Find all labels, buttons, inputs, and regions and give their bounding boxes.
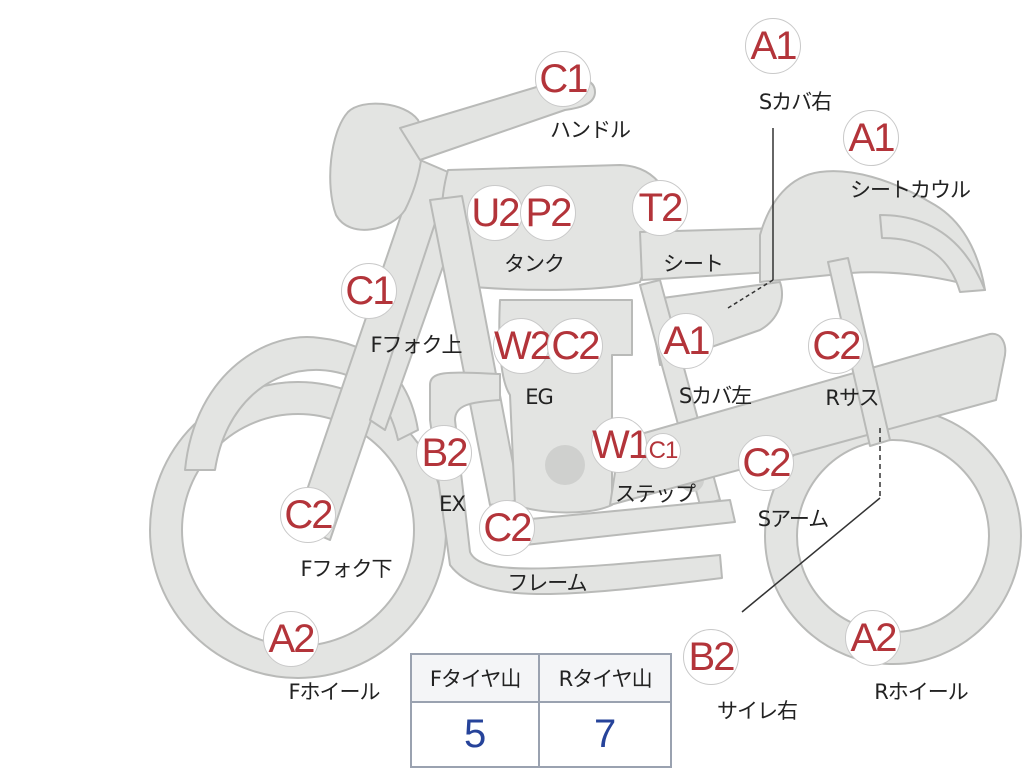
code-badge-seat: T2 [632,180,688,236]
code-badge-step-1: W1 [591,417,650,473]
code-badge-tank-2: P2 [520,185,576,241]
code-badge-fork-upper: C1 [341,263,397,319]
label-side-cover-right: Sカバ右 [758,90,832,114]
code-badge-muffler-right: B2 [683,629,739,685]
label-rear-wheel: Rホイール [874,680,969,704]
code-badge-fork-lower: C2 [280,487,336,543]
front-tire-header: Fタイヤ山 [409,653,541,703]
label-side-cover-left: Sカバ左 [678,384,752,408]
code-badge-seat-cowl: A1 [843,110,899,166]
code-badge-step-2: C1 [645,433,681,469]
label-step: ステップ [615,482,696,506]
label-frame: フレーム [507,571,587,595]
exhaust-shape [429,371,723,595]
swing-arm-shape [609,332,1007,506]
label-handle: ハンドル [550,118,631,142]
label-front-wheel: Fホイール [288,680,380,704]
code-badge-rear-wheel: A2 [845,610,901,666]
label-swing-arm: Sアーム [757,507,829,531]
label-seat: シート [663,252,724,276]
label-tank: タンク [504,252,565,276]
headlight-shape [329,102,424,231]
code-badge-side-cover-left: A1 [658,313,714,369]
seat-cowl-shape [759,170,986,291]
label-rear-suspension: Rサス [825,386,879,410]
code-badge-frame: C2 [479,500,535,556]
rear-tire-value: 7 [538,701,672,768]
front-tire-value: 5 [409,701,541,768]
label-seat-cowl: シートカウル [850,178,971,202]
label-engine: EG [525,385,554,409]
label-fork-lower: Fフォク下 [300,557,392,581]
tire-tread-table: Fタイヤ山 Rタイヤ山 5 7 [409,653,672,768]
fork-shape [294,159,456,541]
code-badge-tank-1: U2 [467,185,523,241]
label-fork-upper: Fフォク上 [370,333,462,357]
code-badge-exhaust: B2 [416,425,472,481]
code-badge-side-cover-right: A1 [745,18,801,74]
code-badge-engine-2: C2 [547,318,603,374]
code-badge-front-wheel: A2 [263,611,319,667]
label-exhaust: EX [439,492,466,516]
code-badge-engine-1: W2 [493,318,552,374]
code-badge-rear-suspension: C2 [808,318,864,374]
code-badge-handle: C1 [535,51,591,107]
rear-tire-header: Rタイヤ山 [538,653,672,703]
rear-wheel-shape [764,407,1022,665]
label-muffler-right: サイレ右 [717,699,798,723]
code-badge-swing-arm: C2 [738,435,794,491]
